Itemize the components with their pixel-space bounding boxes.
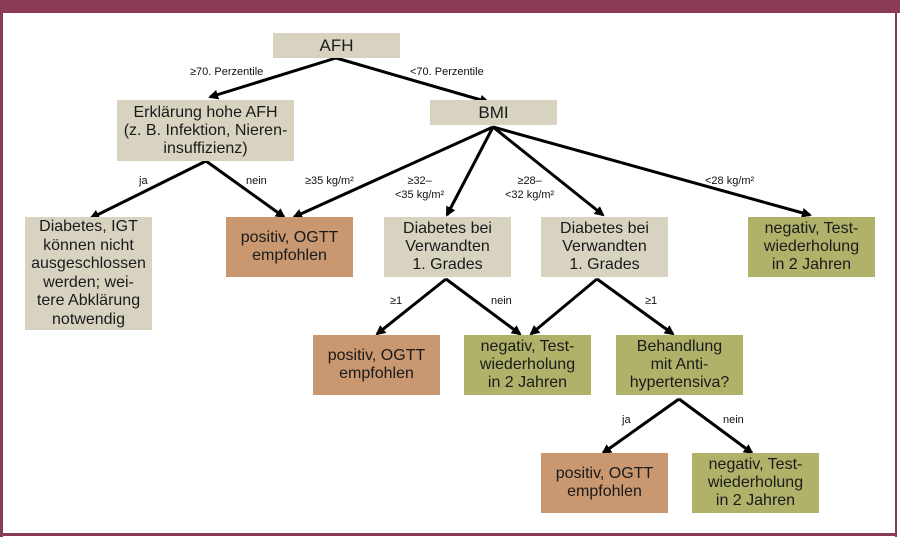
edge-label-rel1-no: nein (491, 295, 512, 307)
edge-label-anti-no: nein (723, 414, 744, 426)
edge-label-explain-yes: ja (139, 175, 148, 187)
edge-label-bmi-32-35: ≥32– <35 kg/m² (395, 175, 445, 201)
arrow-relatives-2-to-negative-2 (529, 277, 598, 336)
edge-label-bmi-28-32: ≥28– <32 kg/m² (505, 175, 555, 201)
node-positive-ogtt-1: positiv, OGTT empfohlen (226, 217, 353, 277)
edge-label-explain-no: nein (246, 175, 267, 187)
node-positive-ogtt-3: positiv, OGTT empfohlen (541, 453, 668, 513)
frame-left-border (0, 0, 3, 537)
arrow-bmi-to-relatives-1 (445, 126, 495, 217)
node-afh: AFH (273, 33, 400, 58)
node-positive-ogtt-2: positiv, OGTT empfohlen (313, 335, 440, 395)
arrow-bmi-to-relatives-2 (492, 125, 605, 217)
arrow-explain-to-positive-1 (205, 159, 286, 219)
node-negative-2: negativ, Test- wiederholung in 2 Jahren (464, 335, 591, 395)
edge-label-anti-yes: ja (622, 414, 631, 426)
node-antihypertensive: Behandlung mit Anti- hypertensiva? (616, 335, 743, 395)
arrow-afh-to-explain (208, 56, 337, 100)
edge-label-bmi-lt28: <28 kg/m² (705, 175, 755, 187)
node-not-excluded: Diabetes, IGT können nicht ausgeschlosse… (25, 217, 152, 330)
frame-right-border (895, 0, 897, 537)
arrow-anti-to-positive-3 (601, 397, 680, 455)
node-bmi: BMI (430, 100, 557, 125)
node-negative-3: negativ, Test- wiederholung in 2 Jahren (692, 453, 819, 513)
frame-bottom-border (0, 533, 897, 536)
edge-label-afh-low: <70. Perzentile (410, 66, 484, 78)
node-explain-high-afh: Erklärung hohe AFH (z. B. Infektion, Nie… (117, 100, 294, 161)
arrow-relatives-2-to-antihypertensive (596, 277, 675, 336)
edge-label-rel1-ge1: ≥1 (390, 295, 403, 307)
arrow-relatives-1-to-negative-2 (445, 277, 522, 336)
node-relatives-1: Diabetes bei Verwandten 1. Grades (384, 217, 511, 277)
node-relatives-2: Diabetes bei Verwandten 1. Grades (541, 217, 668, 277)
frame-top-bar (0, 0, 900, 13)
node-negative-1: negativ, Test- wiederholung in 2 Jahren (748, 217, 875, 277)
arrow-relatives-1-to-positive-2 (375, 277, 447, 336)
edge-label-afh-high: ≥70. Perzentile (190, 66, 264, 78)
edge-label-rel2-ge1: ≥1 (645, 295, 658, 307)
arrow-afh-to-bmi (335, 56, 490, 105)
arrow-anti-to-negative-3 (678, 397, 754, 455)
edge-label-bmi-ge35: ≥35 kg/m² (305, 175, 354, 187)
arrow-bmi-to-negative-1 (492, 125, 812, 218)
arrow-bmi-to-positive-1 (292, 125, 494, 219)
arrow-explain-to-not-excluded (89, 159, 207, 220)
